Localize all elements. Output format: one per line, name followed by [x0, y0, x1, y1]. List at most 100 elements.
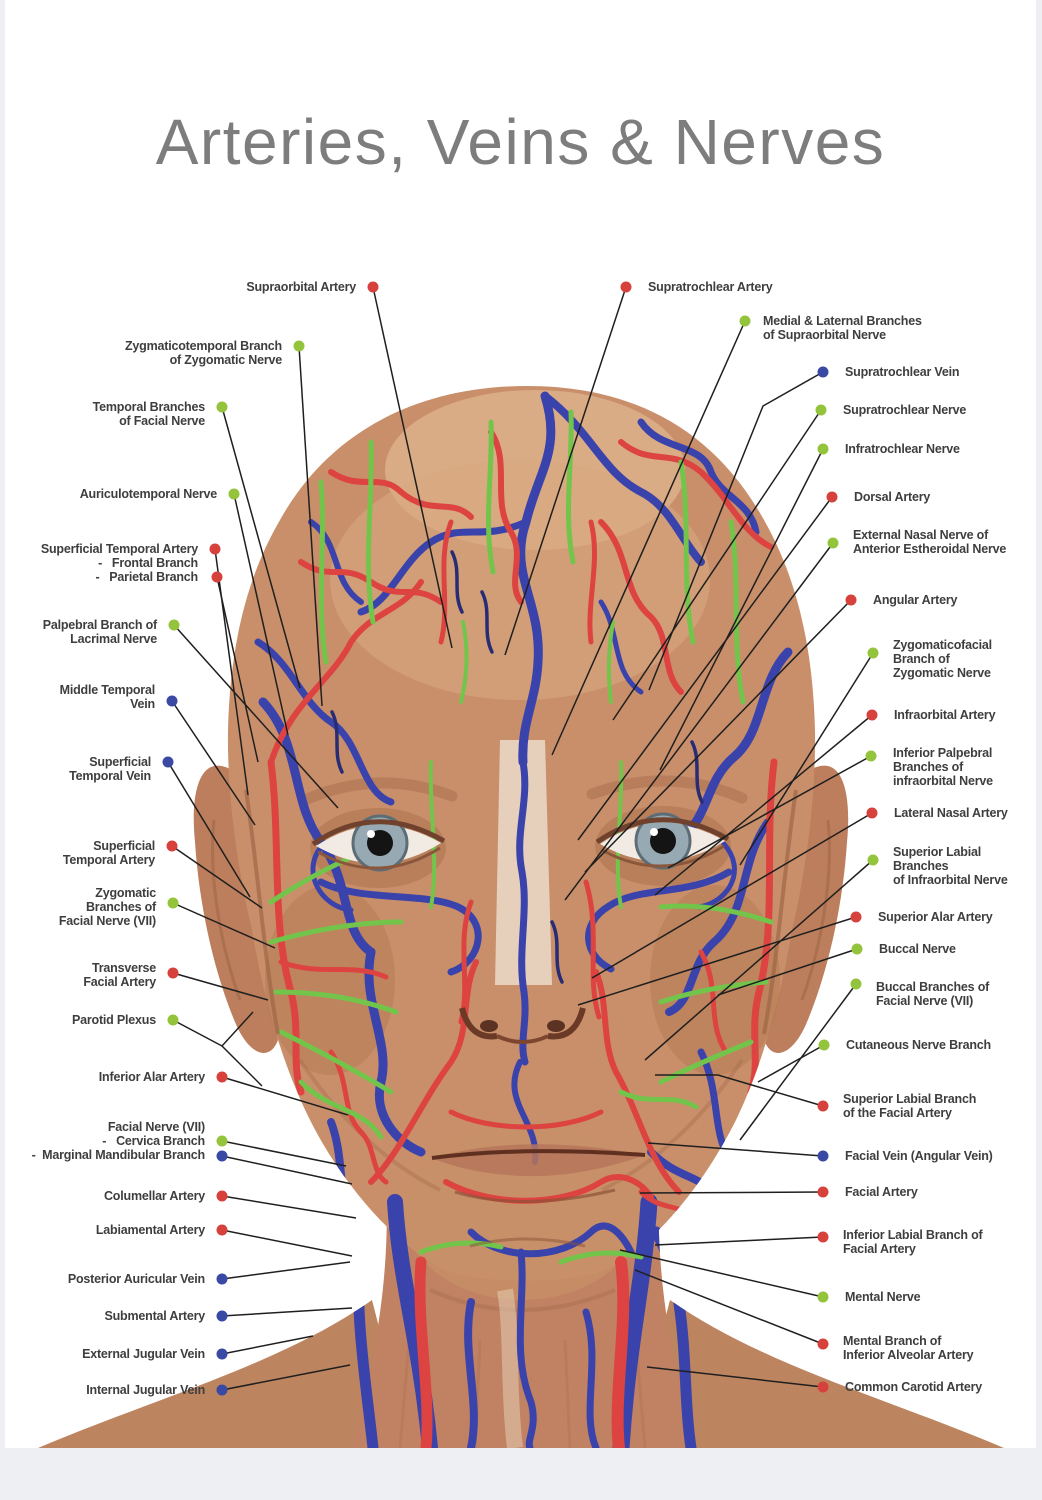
label-line: - Cervica Branch — [102, 1134, 205, 1148]
label-line: Lateral Nasal Artery — [894, 806, 1008, 820]
label-line: Branch of — [893, 652, 950, 666]
label-line: Supratrochlear Artery — [648, 280, 773, 294]
columellar-artery-label: Columellar Artery — [104, 1189, 205, 1203]
page-title: Arteries, Veins & Nerves — [155, 106, 886, 178]
label-line: Facial Artery — [83, 975, 156, 989]
parotid-plexus-label: Parotid Plexus — [72, 1013, 156, 1027]
mental-nerve-label: Mental Nerve — [845, 1290, 921, 1304]
label-line: of Zygomatic Nerve — [169, 353, 283, 367]
label-line: Supratrochlear Vein — [845, 365, 960, 379]
label-line: Infratrochlear Nerve — [845, 442, 960, 456]
label-line: Superficial — [89, 755, 151, 769]
cutaneous-nerve-branch-label: Cutaneous Nerve Branch — [846, 1038, 991, 1052]
label-line: External Nasal Nerve of — [853, 528, 989, 542]
label-line: Common Carotid Artery — [845, 1380, 983, 1394]
label-line: Zygomatic Nerve — [893, 666, 991, 680]
label-line: Infraorbital Artery — [894, 708, 996, 722]
superior-alar-artery-label: Superior Alar Artery — [878, 910, 993, 924]
label-line: Transverse — [91, 961, 156, 975]
label-line: Angular Artery — [873, 593, 958, 607]
label-line: Submental Artery — [104, 1309, 205, 1323]
facial-artery-label: Facial Artery — [845, 1185, 918, 1199]
label-line: Inferior Alar Artery — [98, 1070, 205, 1084]
label-line: Buccal Branches of — [876, 980, 990, 994]
label-line: Palpebral Branch of — [42, 618, 157, 632]
labiamental-artery-label: Labiamental Artery — [96, 1223, 205, 1237]
label-line: Branches — [893, 859, 949, 873]
label-line: Inferior Labial Branch of — [843, 1228, 983, 1242]
label-line: of Supraorbital Nerve — [763, 328, 886, 342]
label-line: Parotid Plexus — [71, 1013, 156, 1027]
supratrochlear-nerve-label: Supratrochlear Nerve — [843, 403, 966, 417]
label-line: Superior Labial — [893, 845, 981, 859]
auriculotemporal-nerve-label: Auriculotemporal Nerve — [80, 487, 218, 501]
label-line: Superficial Temporal Artery — [40, 542, 198, 556]
label-line: - Parietal Branch — [95, 570, 199, 584]
label-line: infraorbital Nerve — [893, 774, 993, 788]
label-line: Buccal Nerve — [879, 942, 956, 956]
label-line: Superficial — [93, 839, 155, 853]
label-line: Facial Nerve (VII) — [107, 1120, 205, 1134]
supraorbital-artery-label: Supraorbital Artery — [246, 280, 356, 294]
label-line: Zygomatic — [95, 886, 156, 900]
label-line: Facial Nerve (VII) — [58, 914, 156, 928]
label-line: Supratrochlear Nerve — [843, 403, 967, 417]
label-line: Vein — [130, 697, 155, 711]
superficial-temporal-artery-branches-label: Superficial Temporal Artery- Frontal Bra… — [41, 542, 198, 584]
label-line: Lacrimal Nerve — [70, 632, 157, 646]
label-line: Branches of — [85, 900, 156, 914]
supratrochlear-vein-label: Supratrochlear Vein — [845, 365, 960, 379]
submental-artery-label: Submental Artery — [104, 1309, 205, 1323]
label-line: Medial & Laternal Branches — [763, 314, 922, 328]
label-line: Facial Artery — [843, 1242, 916, 1256]
label-line: Anterior Estheroidal Nerve — [853, 542, 1007, 556]
label-line: Temporal Branches — [92, 400, 206, 414]
label-line: Facial Vein (Angular Vein) — [845, 1149, 993, 1163]
label-line: of the Facial Artery — [843, 1106, 952, 1120]
inferior-alar-artery-label: Inferior Alar Artery — [99, 1070, 205, 1084]
label-line: Zygomaticofacial — [893, 638, 992, 652]
label-line: Temporal Vein — [69, 769, 151, 783]
label-line: Mental Branch of — [843, 1334, 942, 1348]
label-line: Middle Temporal — [59, 683, 156, 697]
label-line: Mental Nerve — [845, 1290, 921, 1304]
label-line: Cutaneous Nerve Branch — [846, 1038, 991, 1052]
common-carotid-artery-label: Common Carotid Artery — [845, 1380, 982, 1394]
posterior-auricular-vein-label: Posterior Auricular Vein — [68, 1272, 205, 1286]
label-line: Columellar Artery — [103, 1189, 205, 1203]
label-line: Posterior Auricular Vein — [67, 1272, 205, 1286]
label-line: Facial Artery — [845, 1185, 918, 1199]
internal-jugular-vein-label: Internal Jugular Vein — [86, 1383, 205, 1397]
label-line: Superior Alar Artery — [878, 910, 993, 924]
label-line: Labiamental Artery — [95, 1223, 205, 1237]
label-line: Supraorbital Artery — [246, 280, 356, 294]
facial-vein-angular-vein-label: Facial Vein (Angular Vein) — [845, 1149, 993, 1163]
supratrochlear-artery-label: Supratrochlear Artery — [648, 280, 773, 294]
label-line: Facial Nerve (VII) — [876, 994, 974, 1008]
lateral-nasal-artery-label: Lateral Nasal Artery — [894, 806, 1008, 820]
label-line: Internal Jugular Vein — [86, 1383, 205, 1397]
label-line: Temporal Artery — [62, 853, 155, 867]
facial-nerve-vii-branches-label: Facial Nerve (VII)- Cervica Branch- Marg… — [32, 1120, 206, 1162]
label-line: Inferior Alveolar Artery — [843, 1348, 974, 1362]
external-jugular-vein-label: External Jugular Vein — [82, 1347, 205, 1361]
label-line: Superior Labial Branch — [843, 1092, 977, 1106]
infraorbital-artery-label: Infraorbital Artery — [894, 708, 996, 722]
